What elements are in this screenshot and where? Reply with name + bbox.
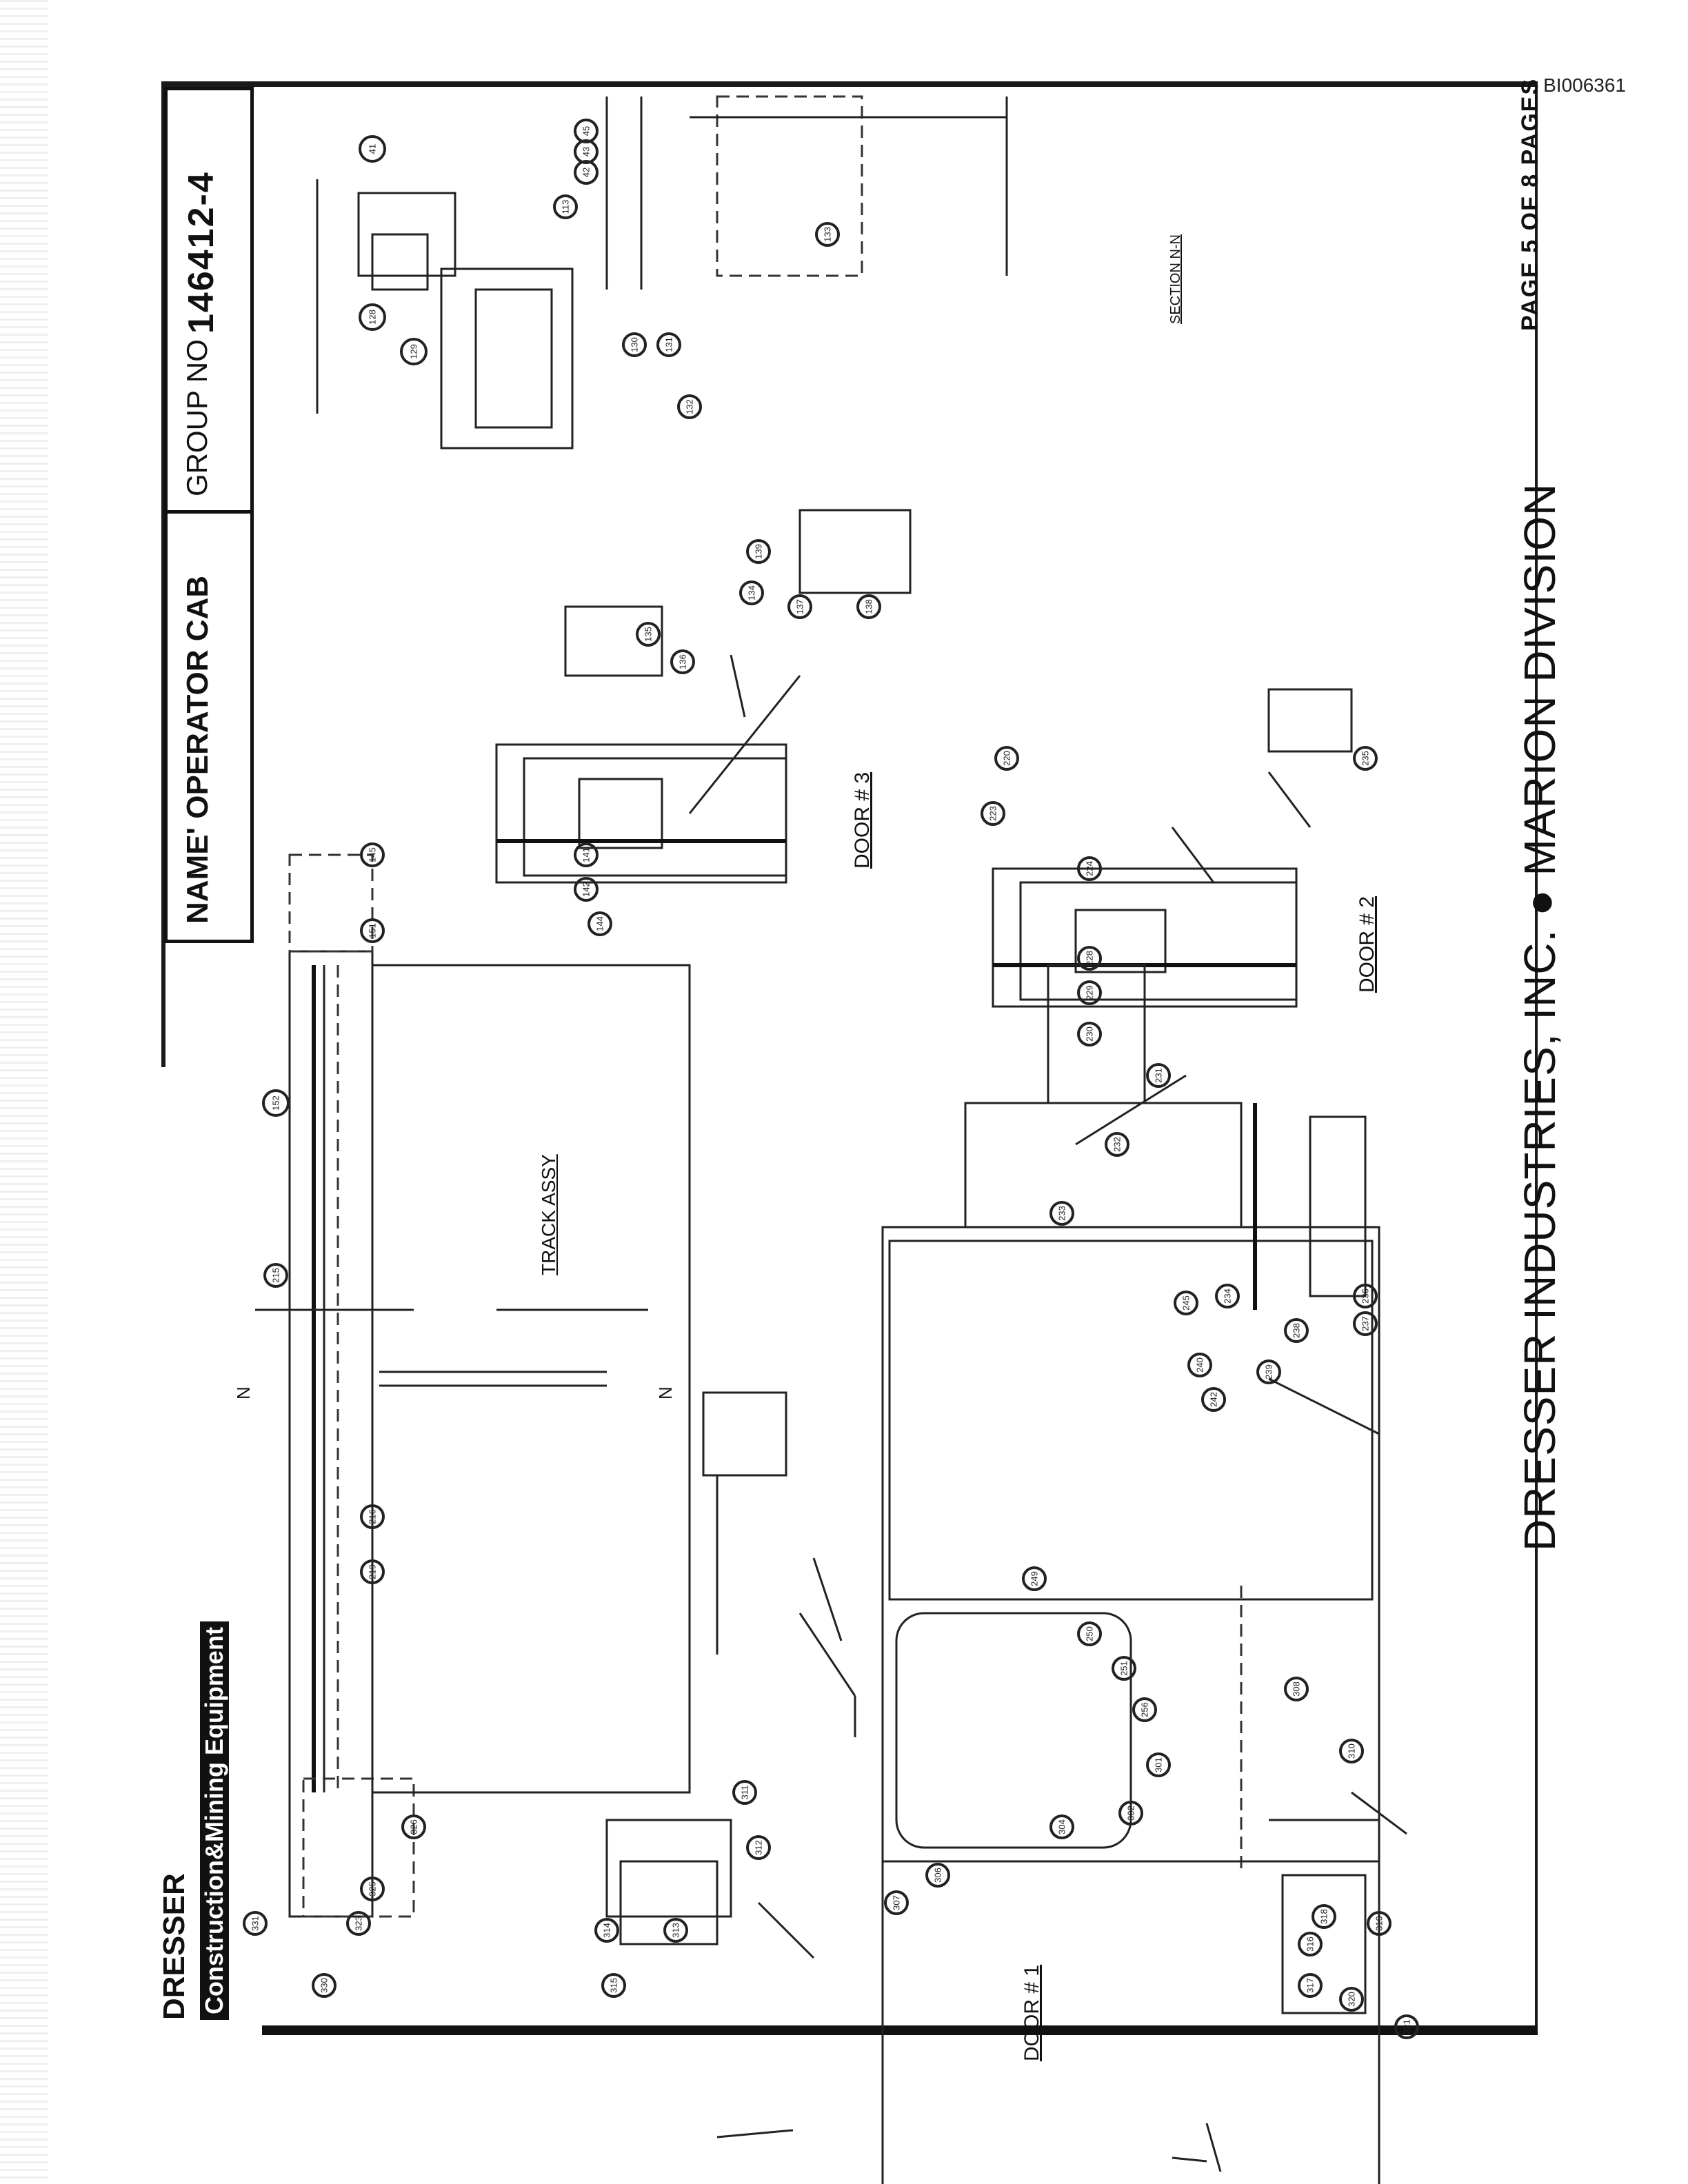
callout-number: 220	[1002, 751, 1012, 766]
section-n-n	[316, 95, 1008, 449]
callout-number: 233	[1057, 1206, 1067, 1221]
callout-number: 304	[1057, 1819, 1067, 1834]
callout-number: 250	[1085, 1626, 1095, 1641]
frame-bottom-border	[262, 2025, 1538, 2035]
callout-number: 138	[864, 599, 874, 614]
callout-number: 235	[1360, 751, 1371, 766]
callout-number: 142	[581, 882, 592, 897]
callout-number: 45	[581, 126, 592, 136]
callout-number: 239	[1264, 1364, 1274, 1379]
callout-number: 330	[319, 1978, 330, 1993]
callout-number: 216	[368, 1509, 378, 1524]
callout-number: 302	[1126, 1806, 1136, 1821]
callout-number: 301	[1154, 1757, 1164, 1772]
callout-number: 41	[368, 144, 378, 154]
callout-number: 129	[409, 344, 419, 359]
callout-number: 223	[988, 806, 998, 821]
callout-number: 151	[368, 923, 378, 938]
scan-noise-left	[0, 0, 48, 2184]
callout-number: 249	[1029, 1571, 1040, 1586]
callout-number: 251	[1119, 1661, 1129, 1676]
callout-number: 131	[664, 337, 674, 352]
leader-lines	[730, 654, 1407, 1959]
callout-number: 238	[1292, 1323, 1302, 1338]
callout-number: 308	[1292, 1681, 1302, 1697]
callout-number: 228	[1085, 951, 1095, 966]
callout-number: 136	[678, 654, 688, 669]
callout-number: 141	[581, 847, 592, 862]
callout-number: 234	[1223, 1288, 1233, 1304]
callout-number: 132	[685, 399, 695, 414]
callout-number: 323	[354, 1916, 364, 1931]
callout-number: 135	[643, 627, 654, 642]
callout-number: 306	[933, 1868, 943, 1883]
callout-number: 215	[271, 1268, 281, 1283]
callout-number: 325	[368, 1881, 378, 1897]
callout-balloons	[243, 119, 1419, 2039]
scan-marks	[716, 2123, 1222, 2172]
door-1-hinge-details	[605, 1102, 1379, 2014]
title-block	[164, 87, 254, 943]
callout-number: 315	[609, 1978, 619, 1993]
frame-top-border	[164, 81, 1536, 87]
callout-number: 128	[368, 310, 378, 325]
callout-number: 307	[892, 1895, 902, 1910]
callout-number: 310	[1347, 1743, 1357, 1759]
title-block-divider	[164, 510, 254, 514]
callout-number: 237	[1360, 1316, 1371, 1331]
callout-number: 311	[740, 1786, 750, 1800]
callout-number: 318	[1319, 1909, 1329, 1924]
callout-number: 232	[1112, 1137, 1123, 1152]
callout-number: 224	[1085, 861, 1095, 876]
callout-number: 219	[368, 1564, 378, 1579]
callout-number: 139	[754, 544, 764, 559]
frame-left-border	[161, 81, 165, 1067]
frame-right-border	[1535, 81, 1538, 2032]
callout-number: 145	[368, 847, 378, 862]
callout-number: 256	[1140, 1702, 1150, 1717]
callout-number: 320	[1347, 1992, 1357, 2007]
callout-number: 240	[1195, 1357, 1205, 1373]
callout-number: 321	[1402, 2019, 1412, 2034]
callout-number: 231	[1154, 1068, 1164, 1083]
callout-number: 331	[250, 1916, 261, 1931]
callout-number: 312	[754, 1840, 764, 1855]
callout-number: 152	[271, 1095, 281, 1111]
callout-number: 236	[1360, 1288, 1371, 1304]
callout-number: 134	[747, 585, 757, 600]
callout-number: 245	[1181, 1295, 1192, 1311]
callout-number: 229	[1085, 985, 1095, 1000]
callout-number: 326	[409, 1819, 419, 1834]
track-assembly	[255, 853, 691, 1918]
callout-number: 42	[581, 168, 592, 177]
callout-number: 144	[595, 916, 605, 931]
callout-number: 242	[1209, 1392, 1219, 1407]
callout-number: 319	[1374, 1916, 1385, 1931]
callout-number: 313	[671, 1923, 681, 1938]
callout-number: 316	[1305, 1937, 1316, 1952]
callout-number: 130	[630, 337, 640, 352]
callout-number: 230	[1085, 1027, 1095, 1042]
callout-number: 133	[823, 227, 833, 242]
callout-number: 43	[581, 147, 592, 156]
callout-number: 314	[602, 1923, 612, 1938]
callout-number: 317	[1305, 1978, 1316, 1993]
document-id: BI006361	[1543, 74, 1626, 96]
callout-number: 137	[795, 599, 805, 614]
door-3-view	[495, 509, 912, 884]
door-2-view	[992, 688, 1353, 1104]
callout-number: 113	[561, 200, 571, 214]
